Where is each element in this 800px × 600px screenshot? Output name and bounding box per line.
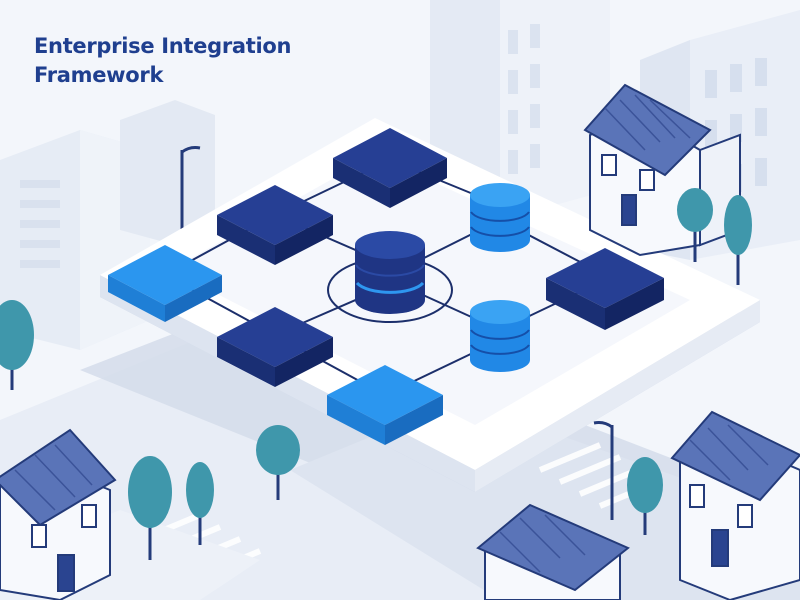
page-title-line-1: Enterprise Integration bbox=[34, 34, 292, 58]
module-node-left-far[interactable] bbox=[108, 245, 222, 322]
database-node-center[interactable] bbox=[355, 231, 425, 314]
module-node-right[interactable] bbox=[546, 248, 664, 330]
tree-icon bbox=[627, 457, 663, 535]
module-node-bottom[interactable] bbox=[327, 365, 443, 445]
street-lamp-right bbox=[593, 421, 614, 520]
module-node-top[interactable] bbox=[333, 128, 447, 208]
database-node-lower[interactable] bbox=[470, 300, 530, 372]
tree-icon bbox=[186, 462, 214, 545]
house-bottom-right bbox=[670, 410, 800, 600]
tree-icon bbox=[724, 195, 752, 285]
tree-icon bbox=[0, 300, 34, 390]
page-title-line-2: Framework bbox=[34, 63, 164, 87]
tree-icon bbox=[256, 425, 300, 500]
tree-icon bbox=[128, 456, 172, 560]
house-bottom-left bbox=[0, 428, 117, 600]
module-node-left-upper[interactable] bbox=[217, 185, 333, 265]
module-node-left-lower[interactable] bbox=[217, 307, 333, 387]
tree-icon bbox=[677, 188, 713, 262]
page-title: Enterprise Integration Framework bbox=[34, 32, 292, 90]
database-node-upper[interactable] bbox=[470, 183, 530, 252]
house-bottom-center bbox=[476, 503, 630, 600]
